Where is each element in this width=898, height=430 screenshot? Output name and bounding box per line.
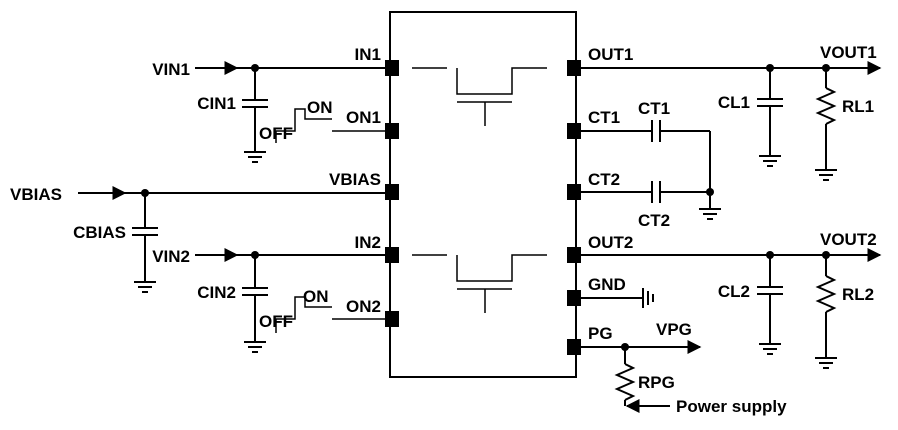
pin-label-in2: IN2 xyxy=(355,233,381,252)
gnd-pin-ground xyxy=(581,288,654,308)
internal-switch-2 xyxy=(412,254,547,313)
pin-label-in1: IN1 xyxy=(355,45,381,64)
switch2-on-label: ON xyxy=(303,287,329,306)
ct-network xyxy=(581,120,714,209)
pin-label-ct2: CT2 xyxy=(588,170,620,189)
pin-label-out1: OUT1 xyxy=(588,45,633,64)
component-label-ct1: CT1 xyxy=(638,99,670,118)
switch1-off-label: OFF xyxy=(259,124,293,143)
pin-label-out2: OUT2 xyxy=(588,233,633,252)
ic-body xyxy=(389,11,577,378)
net-label-vbias: VBIAS xyxy=(10,185,62,204)
on-off-switch-1 xyxy=(275,108,385,143)
component-label-rl1: RL1 xyxy=(842,97,874,116)
pin-label-gnd: GND xyxy=(588,275,626,294)
ground-symbol-cl2 xyxy=(759,343,781,355)
vin2-net xyxy=(195,248,385,342)
ground-symbol-cl1 xyxy=(759,155,781,167)
net-label-vin1: VIN1 xyxy=(152,60,190,79)
component-label-cin2: CIN2 xyxy=(197,283,236,302)
vin1-net xyxy=(195,61,385,152)
pin-label-vbias: VBIAS xyxy=(329,170,381,189)
pin-label-on2: ON2 xyxy=(346,297,381,316)
ground-symbol-ct xyxy=(699,208,721,220)
net-label-vpg: VPG xyxy=(656,320,692,339)
on-off-switch-2 xyxy=(275,296,385,333)
component-label-cl2: CL2 xyxy=(718,282,750,301)
ground-symbol-rl1 xyxy=(815,169,837,181)
pin-pads xyxy=(385,60,581,355)
vout1-net xyxy=(581,61,882,170)
component-label-ct2: CT2 xyxy=(638,211,670,230)
component-label-cin1: CIN1 xyxy=(197,94,236,113)
pg-net xyxy=(581,340,702,413)
ground-symbol-rl2 xyxy=(815,357,837,369)
ground-symbol-cin2 xyxy=(244,341,266,353)
vbias-net xyxy=(78,186,385,282)
component-label-rpg: RPG xyxy=(638,373,675,392)
pin-label-on1: ON1 xyxy=(346,108,381,127)
switch1-on-label: ON xyxy=(307,98,333,117)
internal-switch-1 xyxy=(412,67,547,126)
net-label-power-supply: Power supply xyxy=(676,397,787,416)
ground-symbol-cbias xyxy=(134,281,156,293)
net-label-vin2: VIN2 xyxy=(152,247,190,266)
net-label-vout2: VOUT2 xyxy=(820,230,877,249)
component-label-cl1: CL1 xyxy=(718,93,750,112)
component-label-cbias: CBIAS xyxy=(73,223,126,242)
component-label-rl2: RL2 xyxy=(842,285,874,304)
pin-label-pg: PG xyxy=(588,324,613,343)
net-label-vout1: VOUT1 xyxy=(820,43,877,62)
pin-label-ct1: CT1 xyxy=(588,108,620,127)
ground-symbol-cin1 xyxy=(244,151,266,163)
vout2-net xyxy=(581,248,882,358)
switch2-off-label: OFF xyxy=(259,312,293,331)
